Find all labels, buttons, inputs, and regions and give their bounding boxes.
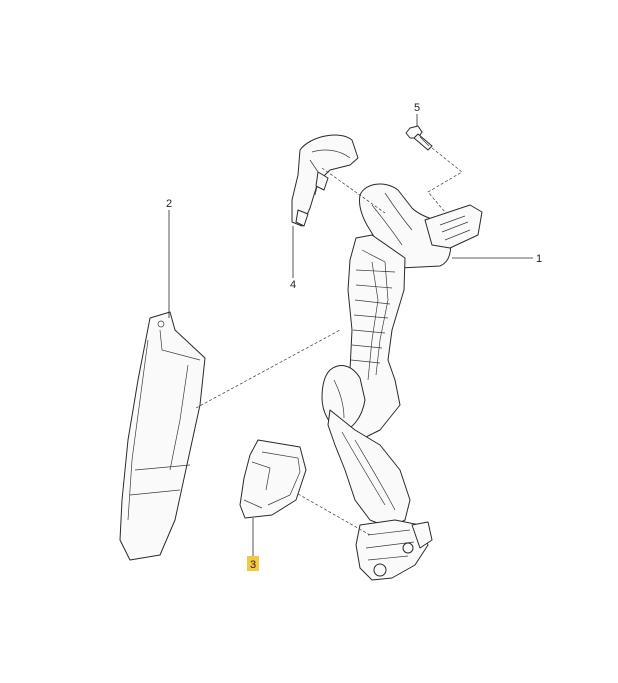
leader-lines — [168, 114, 533, 556]
part-1-frame — [321, 183, 483, 581]
callout-2: 2 — [166, 198, 172, 210]
callout-5: 5 — [414, 102, 420, 114]
part-2-side-cover — [119, 311, 206, 561]
assembly-lines — [195, 147, 463, 536]
part-3-lower-cap — [239, 439, 307, 519]
callout-4-text: 4 — [290, 279, 296, 291]
callout-2-text: 2 — [166, 198, 172, 210]
callout-1-text: 1 — [536, 253, 542, 265]
callout-3-highlight — [247, 556, 259, 571]
callout-3: 3 — [247, 556, 259, 571]
part-5-bolt — [405, 125, 433, 151]
callout-4: 4 — [290, 279, 296, 291]
callout-5-text: 5 — [414, 102, 420, 114]
part-4-upper-cap — [291, 134, 359, 227]
callout-3-text: 3 — [250, 559, 256, 571]
callout-1: 1 — [536, 253, 542, 265]
